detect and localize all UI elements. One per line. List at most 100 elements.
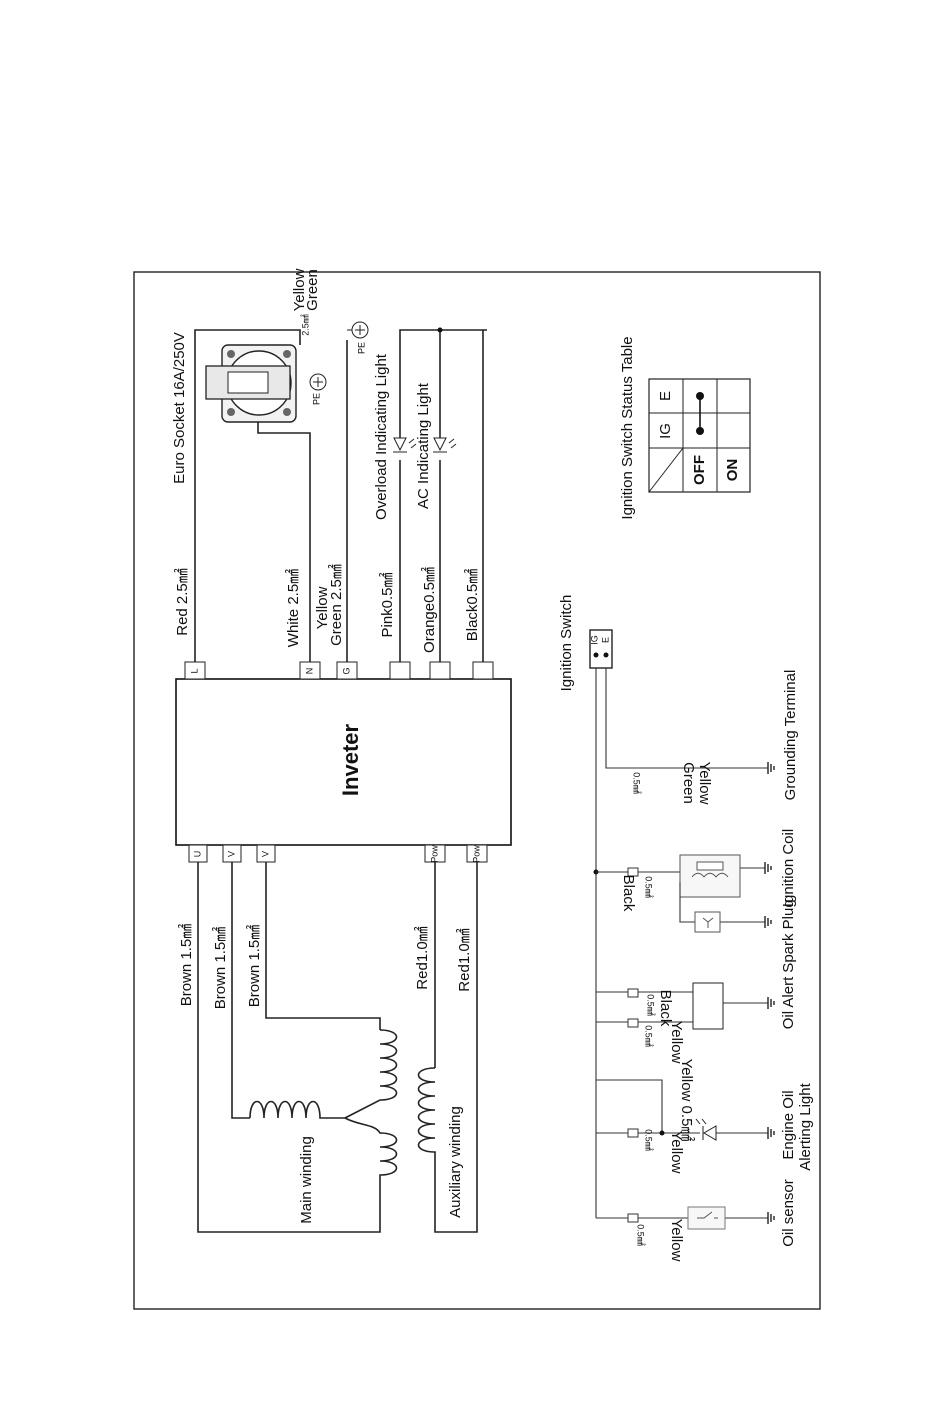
wire-label-yellow-mid: Yellow 0.5㎟ <box>678 1059 695 1142</box>
wire-label-black-oil: Black <box>657 990 674 1027</box>
wire-label-yg-small-size: 0.5㎟ <box>632 772 642 794</box>
engine-oil-label-1: Engine Oil <box>780 1090 797 1159</box>
wire-label-black-coil: Black <box>620 875 637 912</box>
ground-icon-sensor <box>767 1211 775 1225</box>
ignition-coil <box>679 854 741 898</box>
wire-label-yellow-led-size: 0.5㎟ <box>644 1129 654 1151</box>
wire-label-yellow-oil-size: 0.5㎟ <box>644 1025 654 1047</box>
status-dot-off-e <box>696 392 704 400</box>
wire-label-yg-2: Green 2.5㎟ <box>328 564 345 646</box>
wire-red-l <box>194 329 301 662</box>
pe-green-label: Green <box>304 269 321 311</box>
svg-text:Pow: Pow <box>429 845 439 863</box>
wire-pink <box>399 329 487 662</box>
fuse-coil <box>627 867 639 877</box>
terminal-v2: V <box>256 844 276 863</box>
wire-spark <box>679 882 765 923</box>
wire-oil-alert-black <box>596 991 768 1004</box>
wire-label-red-pow1: Red1.0㎟ <box>414 926 431 989</box>
svg-text:E: E <box>600 637 610 643</box>
status-dot-off-ig <box>696 427 704 435</box>
oil-alert-box <box>692 982 724 1030</box>
wire-yellow-mid <box>596 1079 663 1133</box>
status-row-on: ON <box>724 459 741 482</box>
svg-text:N: N <box>304 668 314 675</box>
wire-e-ground <box>605 668 768 769</box>
fuse-led <box>627 1128 639 1138</box>
ground-icon-coil <box>764 861 772 875</box>
terminal-black <box>472 661 494 680</box>
terminal-g: G <box>336 661 358 680</box>
svg-text:Pow: Pow <box>471 845 481 863</box>
oil-sensor-icon <box>687 1206 726 1230</box>
terminal-l: L <box>184 661 206 680</box>
junction-top <box>437 327 443 333</box>
euro-socket-label: Euro Socket 16A/250V <box>171 332 188 484</box>
engine-oil-label-2: Alerting Light <box>797 1082 814 1170</box>
wire-brown-v2 <box>265 862 381 1030</box>
svg-text:U: U <box>192 851 202 858</box>
main-winding-label: Main winding <box>298 1136 315 1224</box>
ground-icon-terminal <box>767 761 775 775</box>
junction-led <box>659 1130 665 1136</box>
wire-label-black: Black0.5㎟ <box>464 569 481 642</box>
wire-label-yellow-oil: Yellow <box>668 1021 685 1064</box>
svg-text:PE: PE <box>356 342 366 354</box>
status-row-off: OFF <box>691 455 708 485</box>
fuse-oil-yellow <box>627 1018 639 1028</box>
wire-label-yellow-sensor: Yellow <box>668 1219 685 1262</box>
wire-label-yg-1: Yellow <box>314 586 331 629</box>
terminal-n: N <box>299 661 321 680</box>
fuse-oil-black <box>627 988 639 998</box>
wire-label-yg-small-2: Green <box>680 762 697 804</box>
ignition-switch-label: Ignition Switch <box>558 595 575 692</box>
ground-icon-oil-alert <box>767 996 775 1010</box>
wire-white-n <box>257 415 311 662</box>
wire-label-yg-small-1: Yellow <box>696 762 713 805</box>
euro-socket <box>205 344 297 423</box>
svg-text:L: L <box>189 668 199 673</box>
spark-plug-icon <box>694 911 721 933</box>
spark-plug-label: Spark Plug <box>780 899 797 972</box>
wire-brown-v1 <box>231 862 250 1119</box>
svg-text:V: V <box>226 851 236 857</box>
wire-label-brown-u: Brown 1.5㎟ <box>178 924 195 1007</box>
fuse-sensor <box>627 1213 639 1223</box>
diagram-frame <box>133 271 821 1310</box>
main-winding-coil <box>249 1029 398 1185</box>
terminal-pink <box>389 661 411 680</box>
svg-text:PE: PE <box>311 393 321 405</box>
terminal-u: U <box>188 844 208 863</box>
oil-sensor-label: Oil sensor <box>780 1179 797 1247</box>
terminal-pow1: Pow <box>424 844 446 863</box>
ignition-coil-label: Ignition Coil <box>780 829 797 907</box>
aux-winding-coil <box>417 862 478 1233</box>
status-table-title: Ignition Switch Status Table <box>619 336 636 519</box>
wire-label-black-coil-size: 0.5㎟ <box>644 876 654 898</box>
ground-icon-led <box>767 1126 775 1140</box>
terminal-orange <box>429 661 451 680</box>
terminal-pow2: Pow <box>466 844 488 863</box>
wire-label-black-oil-size: 0.5㎟ <box>646 994 656 1016</box>
ground-icon-spark <box>764 915 772 929</box>
grounding-terminal-label: Grounding Terminal <box>782 670 799 801</box>
wire-brown-u <box>197 862 381 1233</box>
wire-label-yellow-sensor-size: 0.5㎟ <box>636 1224 646 1246</box>
oil-alert-label: Oil Alert <box>780 976 797 1029</box>
pe-yellow-label: Yellow <box>291 268 308 311</box>
pe-size-label: 2.5㎟ <box>300 314 310 336</box>
wire-label-brown-v1: Brown 1.5㎟ <box>212 927 229 1010</box>
wire-label-red-pow2: Red1.0㎟ <box>456 928 473 991</box>
status-table <box>648 378 751 493</box>
wire-label-orange: Orange0.5㎟ <box>421 567 438 653</box>
overload-light-label: Overload Indicating Light <box>373 353 390 520</box>
engine-oil-led-icon <box>695 1118 717 1141</box>
wire-label-red: Red 2.5㎟ <box>174 568 191 636</box>
overload-led-icon <box>393 437 417 453</box>
wire-label-yellow-led: Yellow <box>668 1131 685 1174</box>
status-col-e: E <box>657 391 674 401</box>
terminal-v1: V <box>222 844 242 863</box>
earth-pe-icon-socket: PE <box>309 373 327 405</box>
svg-text:G: G <box>341 667 351 674</box>
